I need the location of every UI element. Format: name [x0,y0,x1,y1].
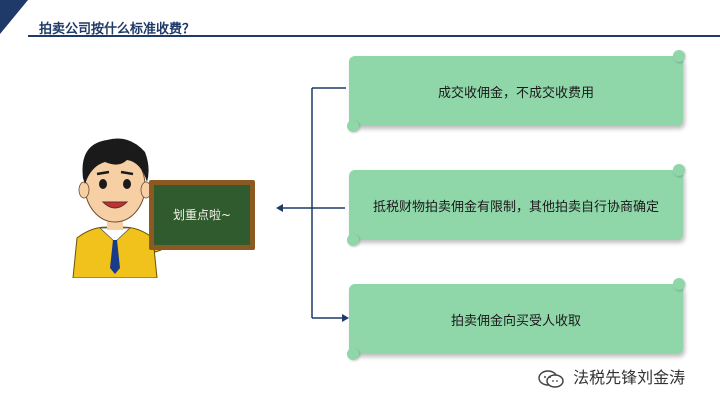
header-bar: 拍卖公司按什么标准收费？ [0,0,720,40]
blackboard-text: 划重点啦~ [173,207,231,222]
teacher-illustration: 划重点啦~ [72,138,255,278]
watermark-text: 法税先锋刘金涛 [573,368,686,387]
wechat-icon [538,369,564,388]
scroll-curl-icon [673,278,685,290]
scroll-text: 成交收佣金，不成交收费用 [437,85,594,101]
scroll-text: 抵税财物拍卖佣金有限制，其他拍卖自行协商确定 [372,199,659,215]
header-divider [28,35,720,37]
arrow-left-icon [276,204,283,212]
watermark: 法税先锋刘金涛 [538,364,685,389]
scroll-text: 拍卖佣金向买受人收取 [450,313,581,329]
scroll-box-commission: 成交收佣金，不成交收费用 [347,50,685,132]
page-title: 拍卖公司按什么标准收费？ [39,22,196,37]
scroll-box-buyer-pays: 拍卖佣金向买受人收取 [347,278,685,360]
scroll-curl-icon [347,348,359,360]
header-corner-decoration [0,0,28,34]
scroll-box-tax-property: 抵税财物拍卖佣金有限制，其他拍卖自行协商确定 [347,164,685,246]
scroll-curl-icon [347,234,359,246]
scroll-curl-icon [673,164,685,176]
scroll-curl-icon [347,120,359,132]
scroll-curl-icon [673,50,685,62]
